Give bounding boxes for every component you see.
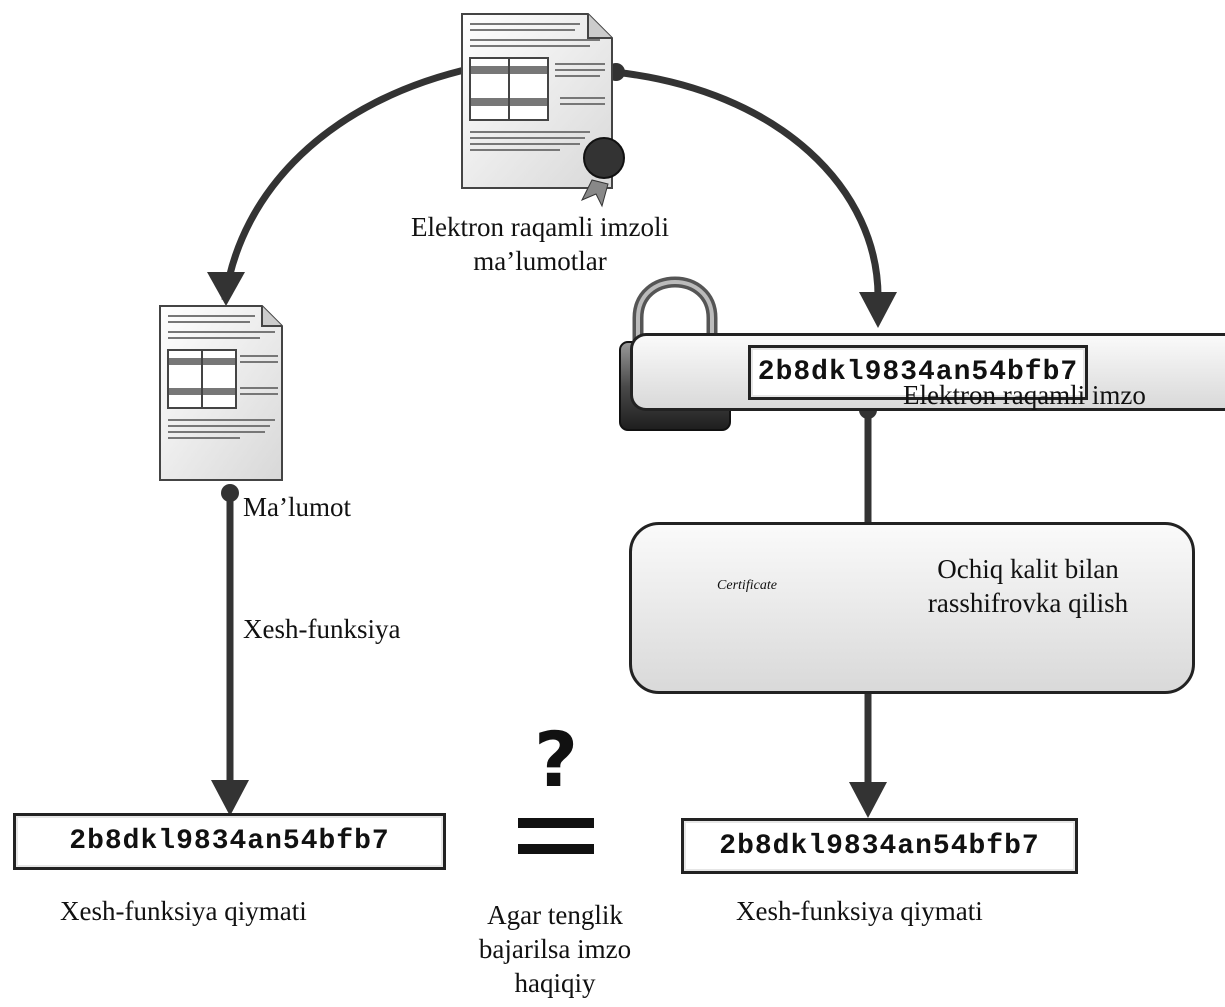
equals-sign-bottom — [518, 844, 594, 854]
question-mark: ? — [534, 715, 579, 804]
equals-sign-top — [518, 818, 594, 828]
certificate-text: Certificate — [717, 578, 777, 593]
arrowhead-right — [859, 292, 897, 328]
right-hash-box: 2b8dkl9834an54bfb7 — [681, 818, 1078, 874]
data-label: Ma’lumot — [243, 492, 351, 522]
decrypt-label-line1: Ochiq kalit bilan — [937, 554, 1119, 584]
decrypt-panel — [629, 522, 1195, 694]
comparison-label-line3: haqiqiy — [514, 968, 596, 998]
comparison-label-line1: Agar tenglik — [487, 900, 623, 930]
right-hash-value-label: Xesh-funksiya qiymati — [736, 896, 983, 926]
signed-data-label-line1: Elektron raqamli imzoli — [411, 212, 669, 242]
arrowhead-right-bottom — [849, 782, 887, 818]
signed-data-label: Elektron raqamli imzoli ma’lumotlar — [370, 210, 710, 278]
signature-label: Elektron raqamli imzo — [903, 380, 1146, 410]
signed-data-label-line2: ma’lumotlar — [473, 246, 607, 276]
decrypt-label: Ochiq kalit bilan rasshifrovka qilish — [878, 552, 1178, 620]
left-hash-box: 2b8dkl9834an54bfb7 — [13, 813, 446, 870]
left-hash-value-label: Xesh-funksiya qiymati — [60, 896, 307, 926]
decrypt-label-line2: rasshifrovka qilish — [927, 588, 1129, 618]
arc-arrow-left — [221, 64, 474, 301]
comparison-label: Agar tenglik bajarilsa imzo haqiqiy — [430, 898, 680, 1000]
arrowhead-left-bottom — [211, 780, 249, 816]
document-icon — [159, 305, 283, 481]
signature-hash-box: 2b8dkl9834an54bfb7 — [748, 345, 1088, 400]
hash-function-label: Xesh-funksiya — [243, 614, 401, 644]
comparison-label-line2: bajarilsa imzo — [478, 934, 632, 964]
arc-arrow-right — [613, 68, 882, 301]
connector-dot — [221, 484, 239, 502]
arrowhead-left — [207, 272, 245, 306]
signed-document-icon — [461, 13, 625, 208]
